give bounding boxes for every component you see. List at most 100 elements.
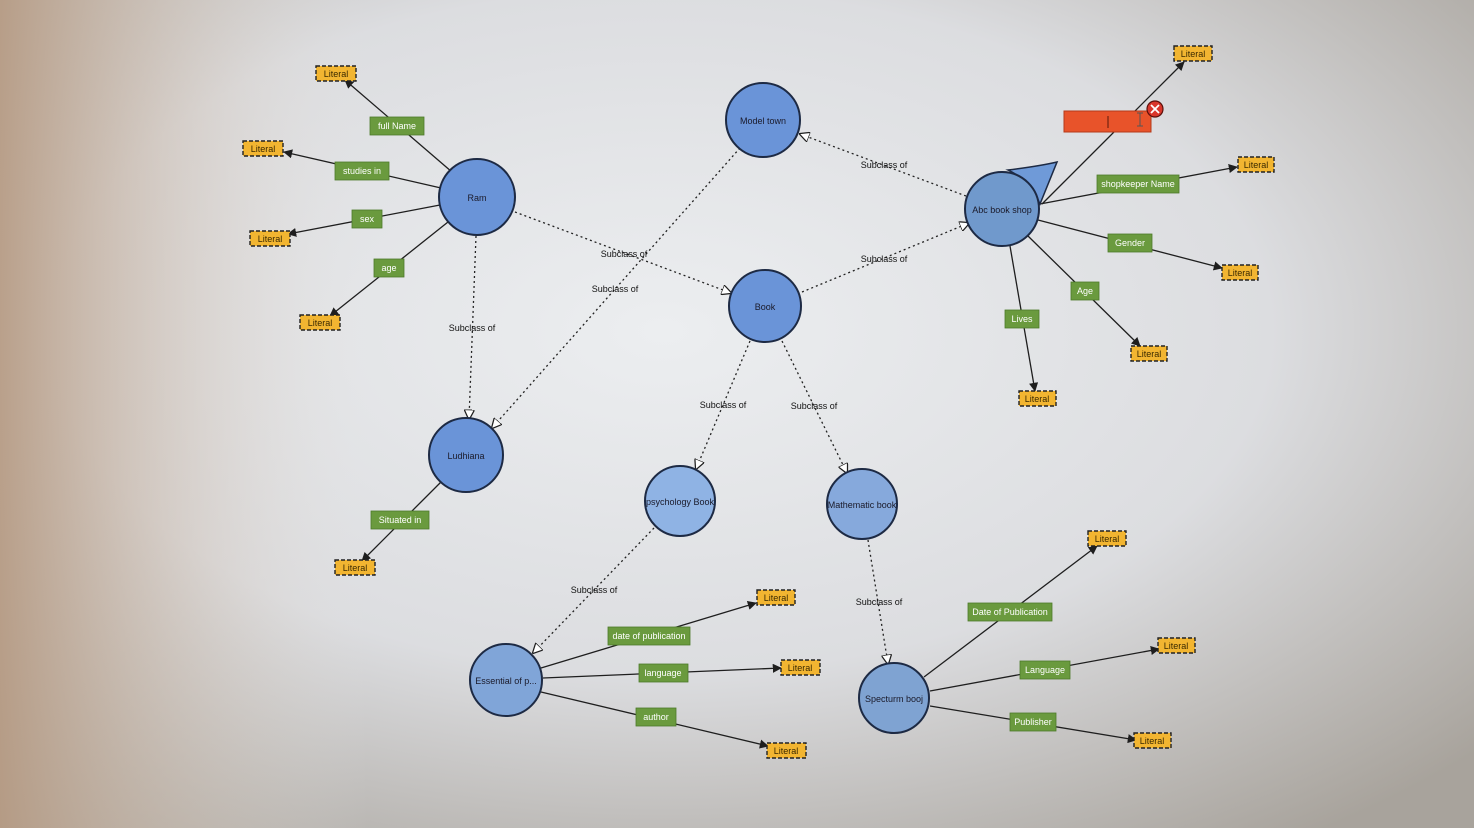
property-layer: full Name studies in sex age Situated in… bbox=[334, 116, 1180, 732]
literal-essential-author[interactable]: Literal bbox=[766, 742, 807, 759]
class-node-mathematic-book[interactable]: Mathematic book bbox=[826, 468, 898, 540]
literal-shop-lives[interactable]: Literal bbox=[1018, 390, 1057, 407]
property-age-ram[interactable]: age bbox=[373, 258, 405, 278]
class-node-abc-book-shop[interactable]: Abc book shop bbox=[964, 171, 1040, 247]
literal-shop-edited[interactable]: Literal bbox=[1173, 45, 1213, 62]
property-label: Situated in bbox=[379, 515, 422, 525]
class-node-label: Mathematic book bbox=[828, 500, 897, 510]
edge-ram-subclass-book[interactable] bbox=[514, 211, 731, 293]
literal-label: Literal bbox=[1025, 394, 1050, 404]
literal-label: Literal bbox=[788, 663, 813, 673]
subclass-label-ram-book[interactable]: Subclass of bbox=[601, 249, 648, 259]
property-gender[interactable]: Gender bbox=[1107, 233, 1153, 253]
class-node-label: Book bbox=[755, 302, 776, 312]
class-node-psychology-book[interactable]: psychology Book bbox=[644, 465, 716, 537]
edge-book-subclass-psychology[interactable] bbox=[696, 340, 751, 469]
property-label: author bbox=[643, 712, 669, 722]
property-studies-in[interactable]: studies in bbox=[334, 161, 390, 181]
literal-specturm-language[interactable]: Literal bbox=[1157, 637, 1196, 654]
subclass-label-book-mathematic[interactable]: Subclass of bbox=[791, 401, 838, 411]
literal-label: Literal bbox=[308, 318, 333, 328]
subclass-label-book-shop[interactable]: Subclass of bbox=[861, 254, 908, 264]
literal-shop-shopkeeper-name[interactable]: Literal bbox=[1237, 156, 1275, 173]
literal-shop-age[interactable]: Literal bbox=[1130, 345, 1168, 362]
literal-specturm-publisher[interactable]: Literal bbox=[1133, 732, 1172, 749]
edge-modeltown-subclass-ludhiana[interactable] bbox=[492, 147, 741, 428]
literal-label: Literal bbox=[258, 234, 283, 244]
class-node-ludhiana[interactable]: Ludhiana bbox=[428, 417, 504, 493]
subclass-label-book-psychology[interactable]: Subclass of bbox=[700, 400, 747, 410]
literal-ram-sex[interactable]: Literal bbox=[249, 230, 291, 247]
edge-book-subclass-shop[interactable] bbox=[801, 223, 969, 293]
literal-label: Literal bbox=[1095, 534, 1120, 544]
i-beam-cursor-icon bbox=[1137, 112, 1143, 127]
literal-shop-gender[interactable]: Literal bbox=[1221, 264, 1259, 281]
property-label: age bbox=[381, 263, 396, 273]
literal-label: Literal bbox=[1140, 736, 1165, 746]
literal-ram-studies-in[interactable]: Literal bbox=[242, 140, 284, 157]
property-language-essential[interactable]: language bbox=[638, 663, 689, 683]
property-label: Age bbox=[1077, 286, 1093, 296]
class-node-essential[interactable]: Essential of p... bbox=[469, 643, 543, 717]
class-node-label: Model town bbox=[740, 116, 786, 126]
class-node-label: psychology Book bbox=[646, 497, 715, 507]
class-node-specturm[interactable]: Specturm booj bbox=[858, 662, 930, 734]
delete-button[interactable] bbox=[1146, 100, 1164, 118]
class-node-model-town[interactable]: Model town bbox=[725, 82, 801, 158]
property-label: Publisher bbox=[1014, 717, 1052, 727]
subclass-labels: Subclass of Subclass of Subclass of Subc… bbox=[449, 160, 908, 607]
property-full-name[interactable]: full Name bbox=[369, 116, 425, 136]
literal-ram-age[interactable]: Literal bbox=[299, 314, 341, 331]
literal-label: Literal bbox=[1228, 268, 1253, 278]
property-label: sex bbox=[360, 214, 375, 224]
close-icon bbox=[1150, 104, 1160, 114]
property-situated-in[interactable]: Situated in bbox=[370, 510, 430, 530]
property-name-editor[interactable] bbox=[1063, 100, 1164, 133]
class-node-ram[interactable]: Ram bbox=[438, 158, 516, 236]
property-label: studies in bbox=[343, 166, 381, 176]
literal-label: Literal bbox=[764, 593, 789, 603]
property-shopkeeper-name[interactable]: shopkeeper Name bbox=[1096, 174, 1180, 194]
subclass-label-ram-ludhiana[interactable]: Subclass of bbox=[449, 323, 496, 333]
property-age-shop[interactable]: Age bbox=[1070, 281, 1100, 301]
class-node-label: Essential of p... bbox=[475, 676, 537, 686]
literal-label: Literal bbox=[1137, 349, 1162, 359]
property-label: Language bbox=[1025, 665, 1065, 675]
class-node-book[interactable]: Book bbox=[728, 269, 802, 343]
literal-label: Literal bbox=[1164, 641, 1189, 651]
property-date-of-publication-specturm[interactable]: Date of Publication bbox=[967, 602, 1053, 622]
class-node-label: Ludhiana bbox=[447, 451, 484, 461]
edge-ram-subclass-ludhiana[interactable] bbox=[469, 235, 477, 419]
literal-label: Literal bbox=[251, 144, 276, 154]
edge-shop-edited-property[interactable] bbox=[1041, 61, 1185, 205]
edge-psychology-subclass-essential[interactable] bbox=[533, 527, 655, 653]
literal-ludhiana-situated-in[interactable]: Literal bbox=[334, 559, 376, 576]
class-node-label: Ram bbox=[467, 193, 486, 203]
property-publisher[interactable]: Publisher bbox=[1009, 712, 1057, 732]
class-node-label: Specturm booj bbox=[865, 694, 923, 704]
property-sex[interactable]: sex bbox=[351, 209, 383, 229]
subclass-label-modeltown-ludhiana[interactable]: Subclass of bbox=[592, 284, 639, 294]
literal-label: Literal bbox=[774, 746, 799, 756]
property-date-of-publication-essential[interactable]: date of publication bbox=[607, 626, 691, 646]
property-label: shopkeeper Name bbox=[1101, 179, 1175, 189]
property-label: full Name bbox=[378, 121, 416, 131]
property-language-specturm[interactable]: Language bbox=[1019, 660, 1071, 680]
literal-label: Literal bbox=[1181, 49, 1206, 59]
edge-mathematic-subclass-specturm[interactable] bbox=[867, 539, 888, 664]
literal-label: Literal bbox=[1244, 160, 1269, 170]
property-label: Lives bbox=[1011, 314, 1033, 324]
subclass-label-shop-modeltown[interactable]: Subclass of bbox=[861, 160, 908, 170]
property-author[interactable]: author bbox=[635, 707, 677, 727]
literal-label: Literal bbox=[324, 69, 349, 79]
literal-essential-language[interactable]: Literal bbox=[780, 659, 821, 676]
literal-ram-full-name[interactable]: Literal bbox=[315, 65, 357, 82]
property-label: Date of Publication bbox=[972, 607, 1048, 617]
subclass-label-psychology-essential[interactable]: Subclass of bbox=[571, 585, 618, 595]
property-lives[interactable]: Lives bbox=[1004, 309, 1040, 329]
subclass-label-mathematic-specturm[interactable]: Subclass of bbox=[856, 597, 903, 607]
literal-specturm-date-of-publication[interactable]: Literal bbox=[1087, 530, 1127, 547]
literal-layer: Literal Literal Literal Literal Literal … bbox=[242, 45, 1275, 759]
literal-essential-date-of-publication[interactable]: Literal bbox=[756, 589, 796, 606]
